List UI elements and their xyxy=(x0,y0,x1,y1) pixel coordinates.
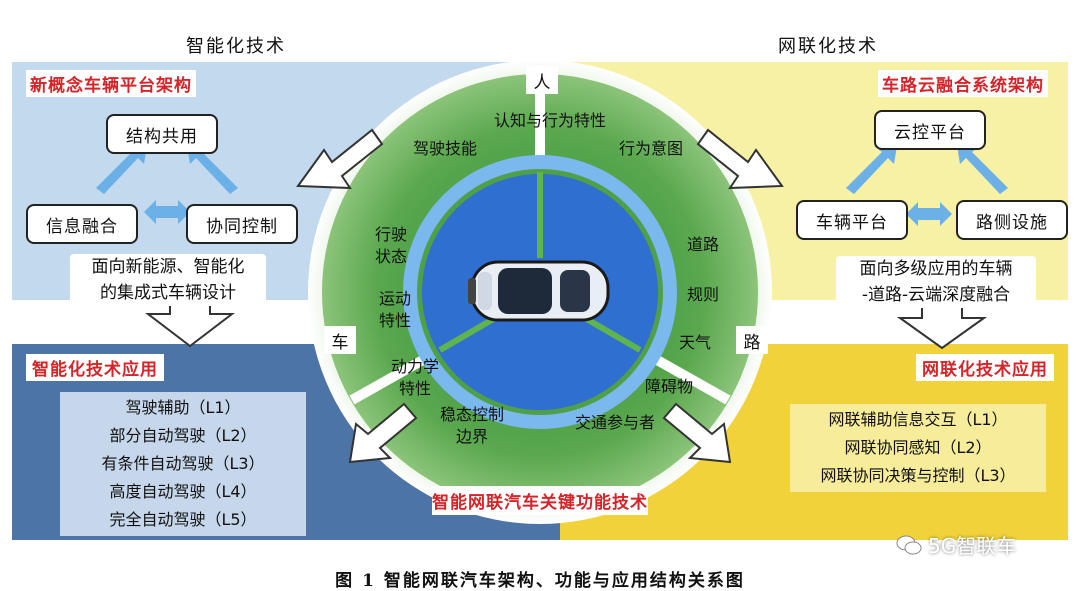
left-box-left: 信息融合 xyxy=(26,204,138,244)
road-item-rules: 规则 xyxy=(686,285,719,304)
vehicle-item-stability-2: 边界 xyxy=(455,427,488,446)
right-header: 网联化技术 xyxy=(778,36,878,57)
left-application-title: 智能化技术应用 xyxy=(26,354,164,381)
left-box-top: 结构共用 xyxy=(106,114,218,154)
center-bottom-title: 智能网联汽车关键功能技术 xyxy=(432,486,648,515)
left-level-item: 高度自动驾驶（L4） xyxy=(109,482,257,501)
vehicle-item-driving-state: 行驶 状态 xyxy=(366,224,416,268)
vehicle-item-motion: 运动 特性 xyxy=(370,288,420,332)
right-architecture-title: 车路云融合系统架构 xyxy=(878,70,1048,97)
person-item-cognition: 认知与行为特性 xyxy=(493,111,606,130)
road-item-obstacles: 障碍物 xyxy=(644,377,693,396)
watermark-text: 5G智联车 xyxy=(928,534,1017,558)
left-level-item: 有条件自动驾驶（L3） xyxy=(101,454,265,473)
inner-arrow-ring xyxy=(403,155,677,429)
right-application-title: 网联化技术应用 xyxy=(916,354,1054,381)
vehicle-item-driving-state-1: 行驶 xyxy=(374,225,407,244)
vehicle-item-dynamics-1: 动力学 xyxy=(390,357,439,376)
vehicle-item-motion-2: 特性 xyxy=(378,311,411,330)
sector-tag-vehicle: 车 xyxy=(324,326,356,354)
right-box-right: 路侧设施 xyxy=(956,200,1068,240)
left-note-line1: 面向新能源、智能化 xyxy=(91,257,245,277)
sector-tag-person: 人 xyxy=(526,66,558,94)
right-down-arrow xyxy=(896,305,988,350)
left-note: 面向新能源、智能化 的集成式车辆设计 xyxy=(70,254,266,306)
right-level-item: 网联协同决策与控制（L3） xyxy=(820,466,1016,485)
vehicle-item-driving-state-2: 状态 xyxy=(374,247,407,266)
left-architecture-title: 新概念车辆平台架构 xyxy=(26,70,196,97)
sector-tag-road: 路 xyxy=(736,326,768,354)
in-arrow-bottom-right xyxy=(662,402,732,464)
vehicle-item-dynamics: 动力学 特性 xyxy=(380,356,450,400)
left-level-list: 驾驶辅助（L1） 部分自动驾驶（L2） 有条件自动驾驶（L3） 高度自动驾驶（L… xyxy=(60,392,306,536)
vehicle-item-dynamics-2: 特性 xyxy=(398,379,431,398)
left-down-arrow xyxy=(145,301,235,348)
car-icon xyxy=(468,260,610,322)
watermark: 5G智联车 xyxy=(896,530,1016,559)
right-level-item: 网联辅助信息交互（L1） xyxy=(828,410,1008,429)
right-triangle-arrows xyxy=(846,140,1008,226)
road-item-traffic-participants: 交通参与者 xyxy=(574,413,655,432)
left-level-item: 部分自动驾驶（L2） xyxy=(109,426,257,445)
figure-caption: 图 1 智能网联汽车架构、功能与应用结构关系图 xyxy=(335,571,745,591)
vehicle-item-stability-1: 稳态控制 xyxy=(439,405,504,424)
right-level-list: 网联辅助信息交互（L1） 网联协同感知（L2） 网联协同决策与控制（L3） xyxy=(790,404,1046,492)
vehicle-item-motion-1: 运动 xyxy=(378,289,411,308)
right-note: 面向多级应用的车辆 -道路-云端深度融合 xyxy=(836,256,1036,308)
left-level-item: 完全自动驾驶（L5） xyxy=(109,510,257,529)
in-arrow-top-right xyxy=(696,128,784,190)
sector-divider-left xyxy=(349,351,433,405)
right-level-item: 网联协同感知（L2） xyxy=(844,438,992,457)
left-box-right: 协同控制 xyxy=(186,204,298,244)
right-box-top: 云控平台 xyxy=(874,110,986,150)
road-item-weather: 天气 xyxy=(678,333,711,352)
wechat-icon xyxy=(896,534,922,556)
sector-divider-right xyxy=(647,351,731,405)
right-box-left: 车辆平台 xyxy=(796,200,908,240)
person-item-intent: 行为意图 xyxy=(618,139,683,158)
right-note-line1: 面向多级应用的车辆 xyxy=(859,259,1013,279)
left-note-line2: 的集成式车辆设计 xyxy=(100,283,236,303)
person-item-skill: 驾驶技能 xyxy=(412,139,477,158)
vehicle-item-stability: 稳态控制 边界 xyxy=(430,404,514,448)
in-arrow-bottom-left xyxy=(348,402,418,464)
in-arrow-top-left xyxy=(296,128,384,190)
left-header: 智能化技术 xyxy=(186,36,286,57)
road-item-road: 道路 xyxy=(686,235,719,254)
left-level-item: 驾驶辅助（L1） xyxy=(125,398,241,417)
right-note-line2: -道路-云端深度融合 xyxy=(861,285,1011,305)
